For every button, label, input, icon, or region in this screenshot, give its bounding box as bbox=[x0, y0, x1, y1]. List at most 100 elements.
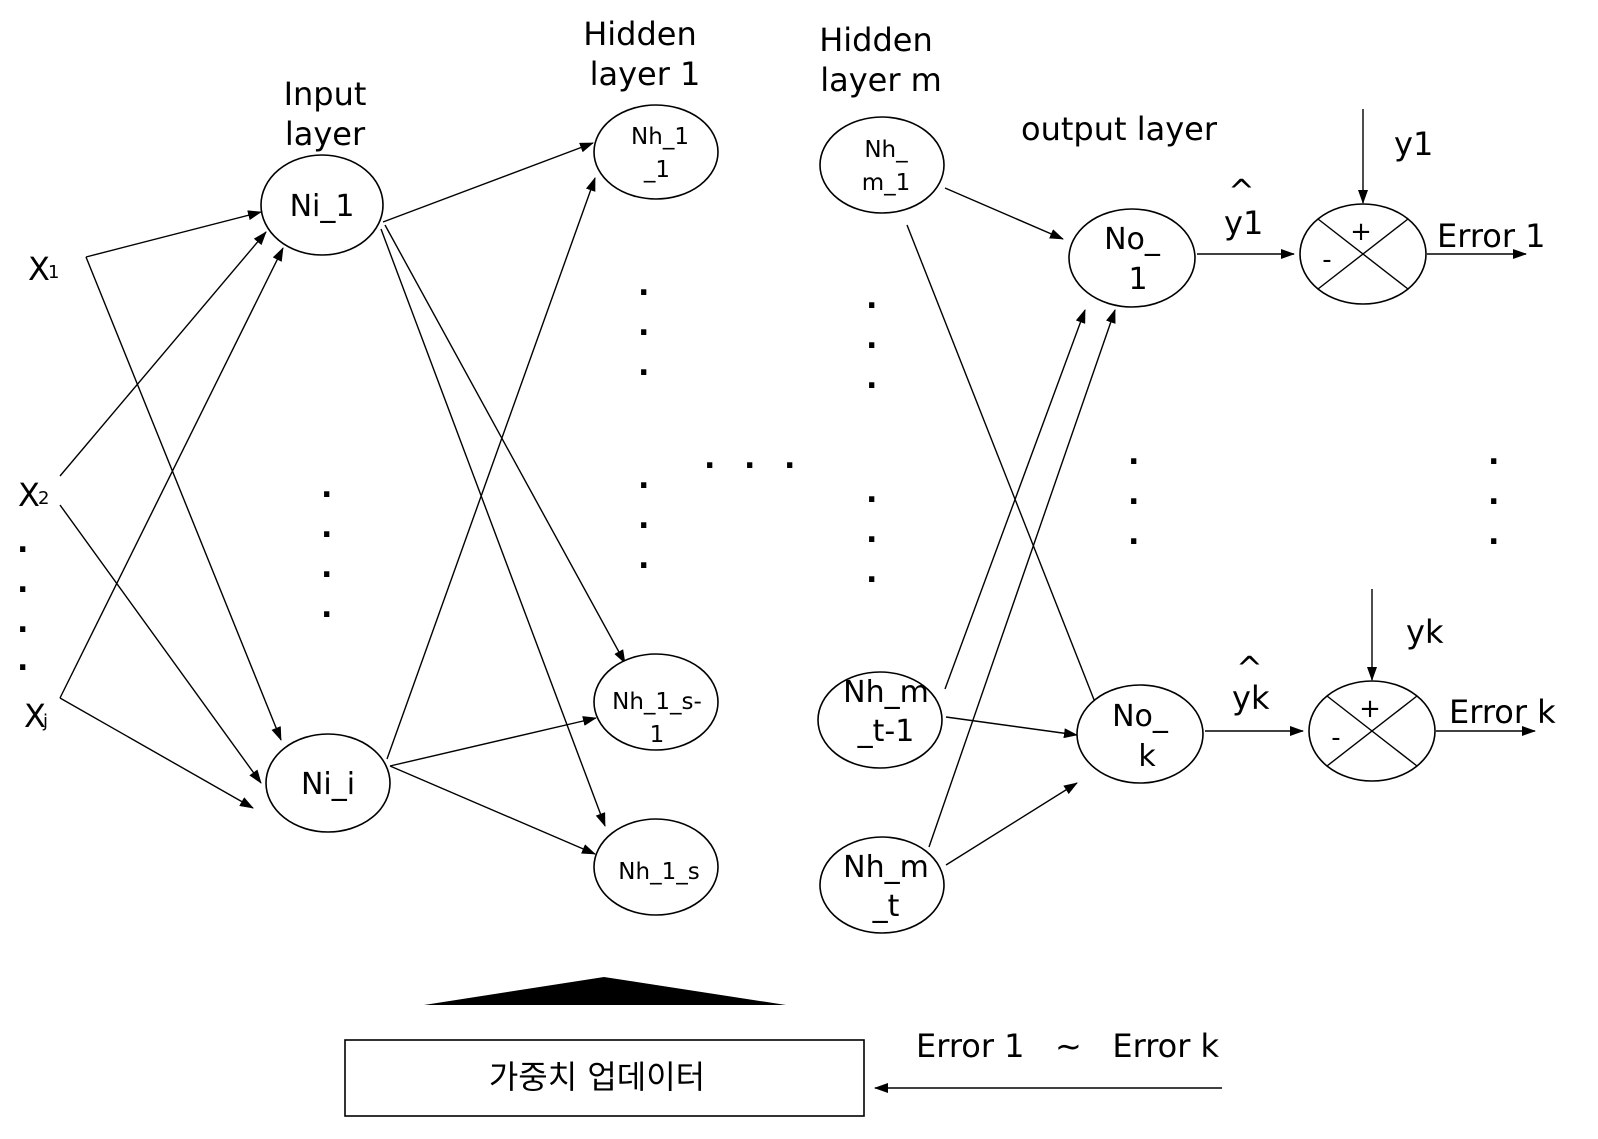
node-nh-m-t: Nh_m _t bbox=[819, 836, 945, 934]
yk-target-label: yk bbox=[1406, 613, 1444, 651]
comparator-k-cross-b bbox=[1326, 695, 1418, 767]
error-range-label: Error 1 ~ Error k bbox=[916, 1027, 1220, 1065]
hidden-layer-1-title-line1: Hidden bbox=[583, 15, 697, 53]
comparator-1: + - bbox=[1299, 203, 1427, 305]
dot: . bbox=[638, 501, 649, 536]
xj-main: X bbox=[24, 697, 46, 735]
weight-update-box bbox=[344, 1039, 865, 1117]
dot: . bbox=[1488, 437, 1499, 472]
hidden-layer-m-title-line1: Hidden bbox=[819, 21, 933, 59]
dot: . bbox=[638, 461, 649, 496]
node-nh-m-1: Nh_ m_1 bbox=[819, 116, 945, 214]
between-layers-horizontal-ellipsis: . . . bbox=[704, 441, 795, 476]
edge-nhm1-no1 bbox=[944, 187, 1064, 240]
hidden-layer-1-title-line2: layer 1 bbox=[590, 55, 701, 93]
ellipsis-dots: . . . . . . . . . . . . . . . . . . . . bbox=[17, 268, 1499, 678]
output-layer-title: output layer bbox=[1021, 110, 1218, 148]
node-nh-1-s-label: Nh_1_s bbox=[618, 859, 699, 885]
dot: . bbox=[17, 565, 28, 600]
edge-ni1-nh1s bbox=[380, 228, 606, 827]
edge-ni1-nh11 bbox=[382, 142, 594, 223]
yk-hat-label: yk bbox=[1232, 679, 1270, 717]
comparator-k: + - bbox=[1308, 680, 1436, 782]
dot: . bbox=[17, 643, 28, 678]
node-no-k: No_ k bbox=[1076, 684, 1204, 784]
x2-subscript: 2 bbox=[38, 488, 49, 509]
node-nh-1-s: Nh_1_s bbox=[593, 818, 719, 916]
output-vertical-ellipsis: . . . bbox=[1128, 437, 1139, 552]
edge-ni1-nh1s1 bbox=[384, 224, 626, 664]
dot: . bbox=[866, 475, 877, 510]
node-no-1-line2: 1 bbox=[1128, 262, 1147, 297]
edge-xj-nii bbox=[59, 697, 254, 809]
error-vertical-ellipsis: . . . bbox=[1488, 437, 1499, 552]
node-nh-m-t-1-line1: Nh_m bbox=[843, 675, 929, 710]
edge-nhmt1-no1 bbox=[944, 309, 1086, 690]
input-layer-title-line2: layer bbox=[285, 115, 366, 153]
node-ni-1-label: Ni_1 bbox=[290, 189, 355, 224]
weight-update-label: 가중치 업데이터 bbox=[489, 1058, 705, 1096]
node-nh-1-1: Nh_1 _1 bbox=[593, 104, 719, 200]
dot: . bbox=[866, 361, 877, 396]
hidden-m-vertical-ellipsis: . . . . . . bbox=[866, 281, 877, 590]
dot: . bbox=[17, 525, 28, 560]
comparator-1-cross-b bbox=[1317, 218, 1409, 290]
comparator-1-plus: + bbox=[1350, 217, 1372, 247]
yk-hat-symbol: ^ bbox=[1236, 649, 1263, 687]
input-x2-label: X 2 bbox=[18, 476, 49, 514]
input-xj-label: X j bbox=[24, 697, 48, 735]
input-layer-vertical-ellipsis: . . . . bbox=[321, 470, 332, 625]
node-nh-m-1-line2: m_1 bbox=[862, 170, 911, 196]
comparator-k-minus: - bbox=[1331, 723, 1340, 753]
error-k-label: Error k bbox=[1449, 693, 1556, 731]
hidden-1-vertical-ellipsis: . . . . . . bbox=[638, 268, 649, 576]
xj-subscript: j bbox=[42, 711, 48, 732]
dot: . bbox=[744, 441, 755, 476]
hidden-layer-m-title-line2: layer m bbox=[820, 61, 942, 99]
x1-subscript: 1 bbox=[48, 262, 59, 283]
dot: . bbox=[1488, 517, 1499, 552]
x2-main: X bbox=[18, 476, 40, 514]
dot: . bbox=[1128, 477, 1139, 512]
dot: . bbox=[321, 510, 332, 545]
edge-x1-nii bbox=[85, 256, 282, 741]
node-nh-m-t-line2: _t bbox=[872, 889, 900, 924]
dot: . bbox=[638, 308, 649, 343]
edge-nhmt-no1 bbox=[928, 309, 1116, 848]
edge-nhmt1-nok bbox=[945, 716, 1078, 739]
node-nh-1-1-line1: Nh_1 bbox=[631, 124, 689, 150]
dot: . bbox=[1128, 437, 1139, 472]
node-nh-1-1-line2: _1 bbox=[643, 157, 670, 183]
dot: . bbox=[321, 470, 332, 505]
dot: . bbox=[638, 268, 649, 303]
y1-hat-label: y1 bbox=[1224, 204, 1263, 242]
error-1-label: Error 1 bbox=[1437, 217, 1546, 255]
edge-nhm1-nok bbox=[906, 224, 1103, 721]
edge-xj-ni1 bbox=[59, 247, 284, 699]
comparator-1-minus: - bbox=[1322, 245, 1331, 275]
node-ni-i-label: Ni_i bbox=[301, 767, 355, 802]
node-nh-1-s-1-line1: Nh_1_s- bbox=[612, 689, 702, 715]
dot: . bbox=[784, 441, 795, 476]
y1-hat-symbol: ^ bbox=[1228, 172, 1255, 210]
dot: . bbox=[321, 590, 332, 625]
node-nh-m-t-1-line2: _t-1 bbox=[857, 714, 915, 749]
dot: . bbox=[1128, 517, 1139, 552]
node-no-1-line1: No_ bbox=[1104, 222, 1161, 257]
node-no-1: No_ 1 bbox=[1068, 208, 1196, 308]
dot: . bbox=[866, 281, 877, 316]
node-nh-m-t-1: Nh_m _t-1 bbox=[817, 671, 943, 769]
dot: . bbox=[638, 541, 649, 576]
node-nh-1-s-1: Nh_1_s- 1 bbox=[593, 653, 719, 751]
dot: . bbox=[17, 605, 28, 640]
edge-x2-ni1 bbox=[59, 231, 267, 477]
node-ni-1: Ni_1 bbox=[260, 154, 384, 256]
dot: . bbox=[704, 441, 715, 476]
edge-x1-ni1 bbox=[85, 210, 262, 258]
edge-nhmt-nok bbox=[945, 782, 1078, 866]
dot: . bbox=[866, 555, 877, 590]
connection-edges bbox=[59, 109, 1536, 1093]
comparator-k-plus: + bbox=[1359, 694, 1381, 724]
update-direction-triangle bbox=[424, 977, 786, 1005]
